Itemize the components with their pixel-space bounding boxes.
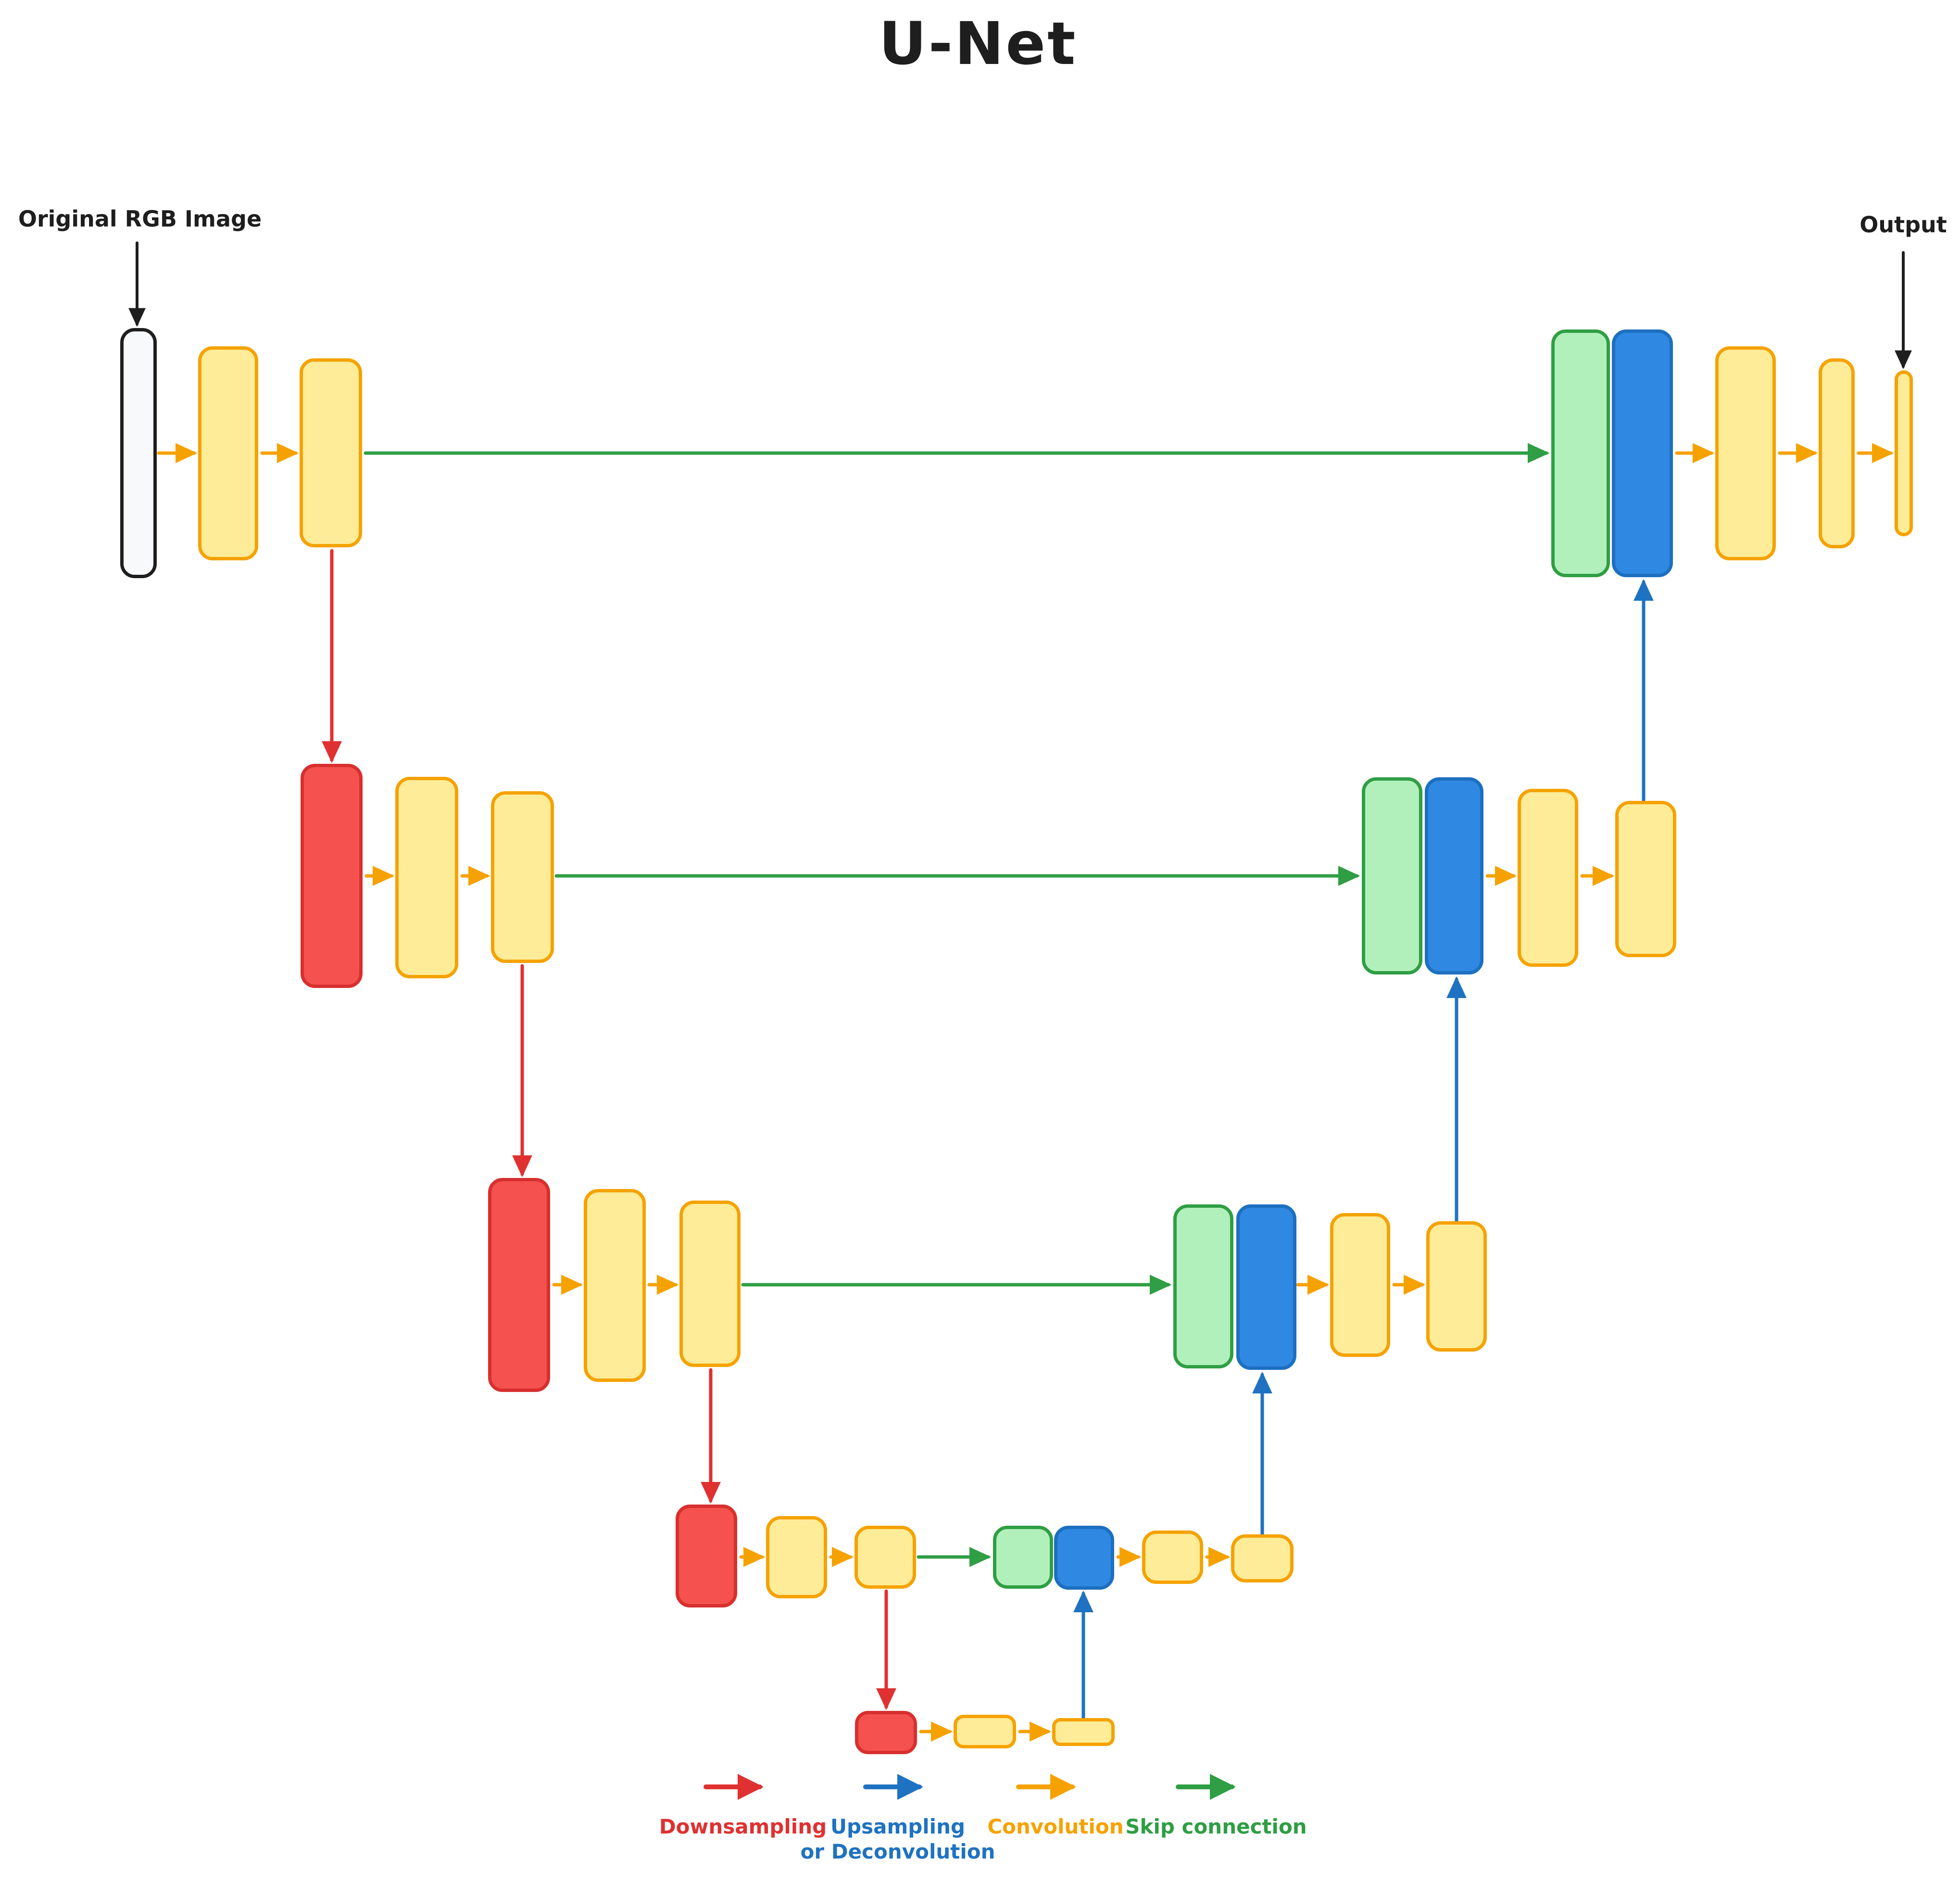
down4-pool-block <box>676 1505 737 1607</box>
dec1-upsample-block <box>1612 329 1673 577</box>
output-image-label: Output <box>1859 212 1947 238</box>
dec1-skip-concat-block <box>1551 329 1610 577</box>
enc1-conv2-block <box>300 358 362 547</box>
legend-label-upsampling: Upsampling <box>830 1815 966 1838</box>
legend-label-convolution: Convolution <box>987 1815 1124 1838</box>
down5-pool-block <box>855 1711 917 1754</box>
legend-label2-upsampling: or Deconvolution <box>800 1840 995 1863</box>
bottleneck-conv1-block <box>954 1715 1016 1748</box>
dec4-conv1-block <box>1142 1531 1203 1584</box>
enc2-conv2-block <box>491 791 554 963</box>
dec2-skip-concat-block <box>1362 777 1422 974</box>
down3-pool-block <box>488 1178 550 1392</box>
legend-label-downsampling: Downsampling <box>659 1815 827 1838</box>
legend-label-skip: Skip connection <box>1125 1815 1307 1838</box>
dec4-upsample-block <box>1054 1526 1114 1590</box>
dec3-skip-concat-block <box>1173 1204 1233 1368</box>
enc3-conv1-block <box>584 1189 646 1382</box>
enc4-conv2-block <box>854 1526 916 1589</box>
dec2-conv2-block <box>1615 801 1676 957</box>
dec4-skip-concat-block <box>993 1526 1053 1589</box>
dec2-upsample-block <box>1425 777 1483 974</box>
dec4-conv2-block <box>1231 1534 1294 1582</box>
input-image-block <box>120 328 157 578</box>
enc1-conv1-block <box>198 346 258 560</box>
dec3-upsample-block <box>1236 1204 1296 1370</box>
page-title: U-Net <box>879 10 1078 78</box>
enc2-conv1-block <box>395 777 458 978</box>
dec2-conv1-block <box>1518 789 1578 967</box>
dec3-conv1-block <box>1330 1213 1390 1357</box>
enc4-conv1-block <box>766 1516 827 1598</box>
enc3-conv2-block <box>679 1201 741 1367</box>
output-image-block <box>1895 370 1913 536</box>
dec1-conv2-block <box>1819 358 1855 548</box>
bottleneck-conv2-block <box>1052 1718 1115 1746</box>
dec3-conv2-block <box>1426 1221 1487 1352</box>
dec1-conv1-block <box>1715 346 1776 560</box>
down2-pool-block <box>301 764 363 988</box>
input-image-label: Original RGB Image <box>18 206 262 232</box>
